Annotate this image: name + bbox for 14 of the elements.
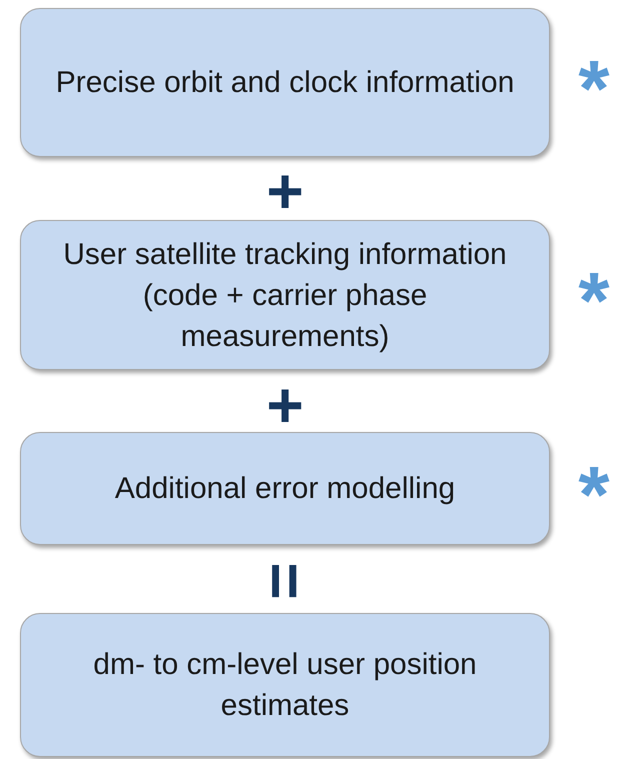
operator-symbol: + bbox=[265, 166, 305, 216]
process-box bbox=[20, 220, 550, 370]
operator-symbol: = bbox=[260, 561, 310, 602]
operator-symbol: + bbox=[265, 380, 305, 430]
asterisk-mark: * bbox=[577, 450, 611, 524]
box-text: dm- to cm-level user position estimates bbox=[92, 647, 478, 724]
box-text: Precise orbit and clock information bbox=[56, 65, 514, 101]
process-box bbox=[20, 613, 550, 757]
box-text: User satellite tracking information (code + carrier phase measurements) bbox=[62, 236, 508, 354]
process-box bbox=[20, 432, 550, 545]
asterisk-mark: * bbox=[577, 44, 611, 118]
box-text: Additional error modelling bbox=[114, 471, 456, 507]
process-box bbox=[20, 8, 550, 157]
asterisk-mark: * bbox=[577, 257, 611, 331]
